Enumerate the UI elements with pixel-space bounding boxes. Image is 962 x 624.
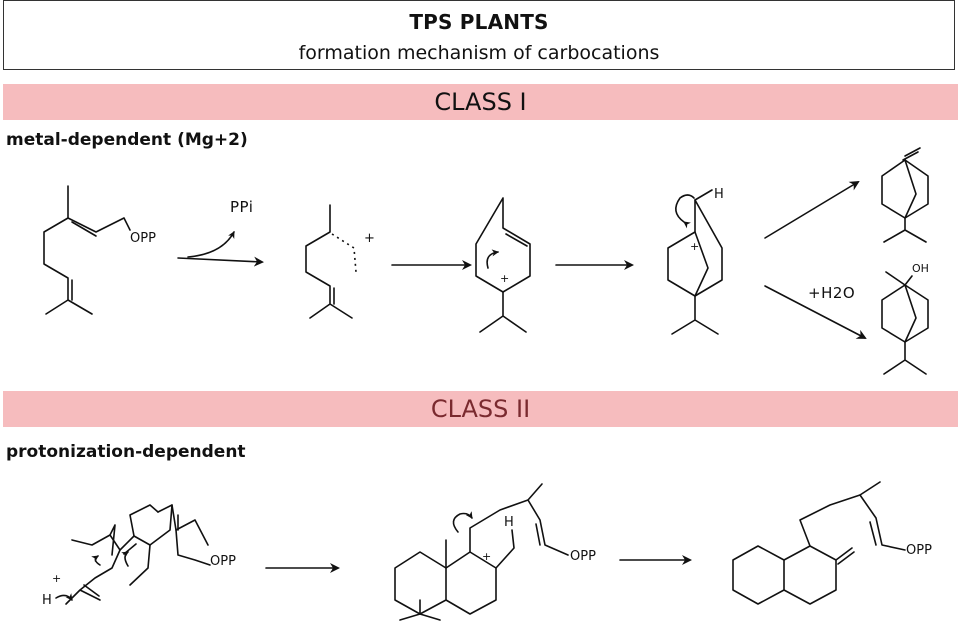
ppi-label: PPi	[230, 198, 253, 216]
reaction-arrow-upper	[764, 180, 860, 239]
page-subtitle: formation mechanism of carbocations	[298, 42, 660, 64]
geranyl-cation: +	[305, 204, 375, 319]
copalyl-diphosphate: OPP	[732, 481, 932, 605]
charge-label-3: +	[690, 240, 699, 253]
class-1-section-label: metal-dependent (Mg+2)	[6, 130, 248, 150]
hydrogen-label-1: H	[714, 187, 724, 202]
product-alkene	[881, 147, 929, 243]
charge-label-2: +	[500, 272, 509, 285]
product-alcohol: OH	[881, 262, 929, 375]
reaction-arrow-lower	[764, 285, 867, 339]
hydrogen-label-3: H	[504, 515, 514, 530]
hydrogen-label-2: H	[42, 593, 52, 608]
charge-label-1: +	[364, 231, 375, 246]
water-label: +H2O	[808, 284, 855, 302]
geranyl-diphosphate: OPP	[43, 185, 156, 315]
reaction-arrow-1: PPi	[177, 198, 264, 267]
class-2-section-label: protonization-dependent	[6, 442, 246, 462]
hydroxyl-label: OH	[912, 262, 929, 275]
opp-label-4: OPP	[906, 543, 932, 558]
charge-label-5: +	[482, 550, 491, 563]
title-box: TPS PLANTS formation mechanism of carboc…	[3, 0, 955, 70]
page-title: TPS PLANTS	[409, 10, 549, 34]
class-1-band: CLASS I	[3, 84, 958, 120]
opp-label-2: OPP	[210, 554, 236, 569]
bicyclic-cation: H +	[667, 187, 724, 335]
folded-ggpp: OPP + H	[42, 504, 236, 608]
opp-label-1: OPP	[130, 231, 156, 246]
labdane-cation: H + OPP	[394, 483, 596, 621]
charge-label-4: +	[52, 572, 61, 585]
terpinyl-cation: +	[475, 197, 531, 333]
class-2-band: CLASS II	[3, 391, 958, 427]
opp-label-3: OPP	[570, 549, 596, 564]
